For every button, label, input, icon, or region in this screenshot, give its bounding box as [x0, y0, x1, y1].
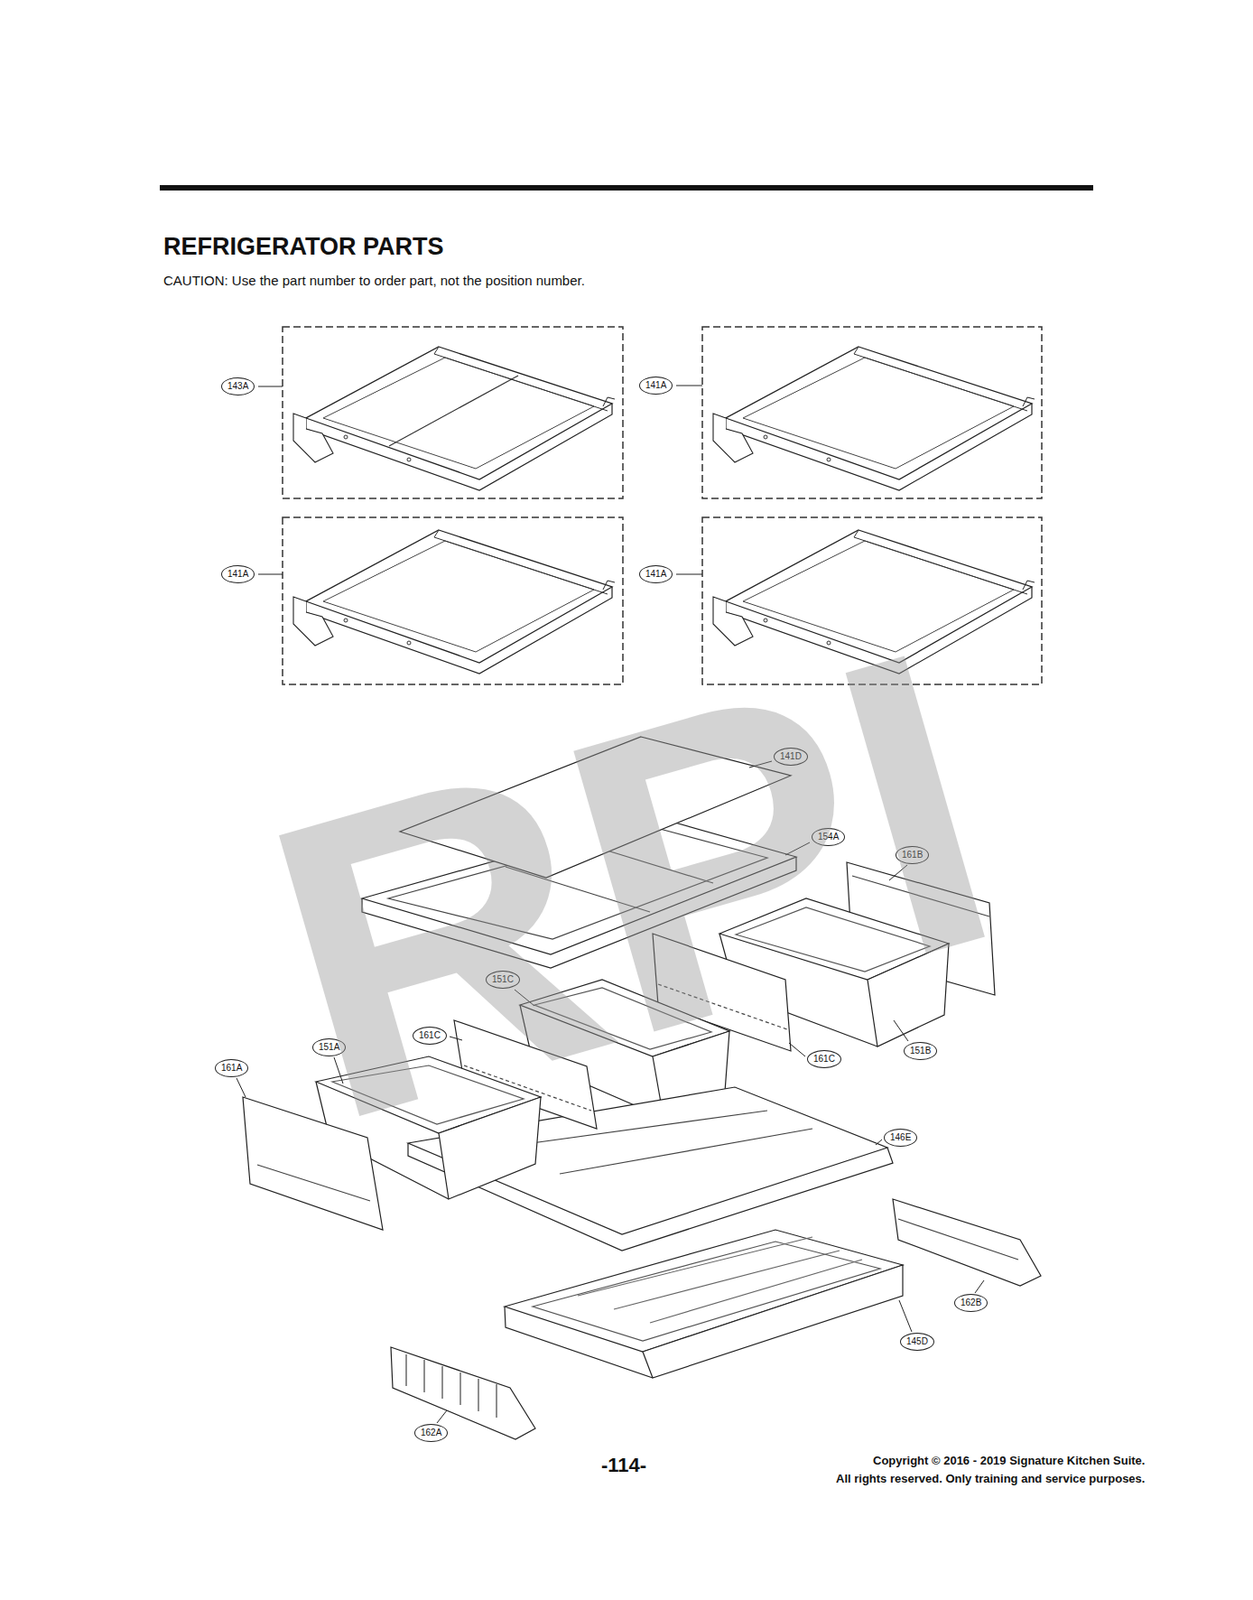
callout-text: 161B [901, 849, 923, 860]
callout-text: 145D [906, 1336, 929, 1346]
watermark: RPI [227, 563, 1037, 1207]
callout-number: 141A [221, 565, 255, 584]
callout-number: 161C [412, 1026, 447, 1045]
callout-number: 143A [221, 377, 255, 396]
callout-text: 162A [420, 1427, 442, 1438]
callout-text: 151A [318, 1041, 340, 1052]
split-shelf [293, 346, 615, 491]
callout-number: 151B [903, 1041, 938, 1060]
callout-text: 161C [418, 1030, 441, 1040]
dashed-frame [282, 326, 623, 499]
callout-number: 151A [312, 1038, 346, 1057]
callout-number: 141D [773, 747, 808, 766]
caution-note: CAUTION: Use the part number to order pa… [163, 273, 585, 289]
callout-number: 151C [485, 970, 520, 989]
callout-text: 154A [817, 831, 839, 842]
dashed-frame [702, 517, 1042, 685]
callout-text: 141A [645, 380, 667, 390]
callout-text: 151B [909, 1045, 931, 1056]
callout-number: 145D [900, 1332, 935, 1351]
callout-number: 162A [414, 1423, 448, 1442]
glass-shelf [713, 346, 1035, 491]
glass-shelf [713, 529, 1035, 674]
callout-number: 162B [954, 1293, 988, 1312]
lower-assembly [242, 736, 1041, 1439]
callout-number: 161C [807, 1049, 842, 1068]
callout-number: 161A [214, 1058, 249, 1077]
callout-number: 154A [811, 827, 845, 846]
callout-text: 143A [227, 380, 249, 391]
callout-text: 161C [813, 1053, 836, 1064]
callout-number: 146E [883, 1128, 918, 1147]
copyright-note: All rights reserved. Only training and s… [835, 1472, 1145, 1486]
callout-text: 162B [960, 1297, 982, 1308]
dashed-frame [282, 517, 623, 685]
copyright-note: Copyright © 2016 - 2019 Signature Kitche… [872, 1454, 1145, 1467]
callout-text: 151C [491, 974, 514, 984]
top-rule [159, 185, 1094, 191]
callout-text: 141A [645, 568, 667, 579]
callout-number: 141A [639, 376, 673, 395]
page-number: -114- [601, 1454, 647, 1476]
callout-text: 146E [890, 1132, 911, 1142]
leader-lines [236, 385, 984, 1423]
callout-text: 141D [779, 751, 802, 762]
page-title: REFRIGERATOR PARTS [163, 232, 445, 261]
callout-text: 161A [221, 1062, 242, 1073]
dashed-frame [702, 326, 1042, 499]
callout-number: 141A [639, 565, 673, 584]
callout-text: 141A [227, 568, 249, 579]
callout-number: 161B [895, 845, 929, 864]
glass-shelf [293, 529, 615, 674]
